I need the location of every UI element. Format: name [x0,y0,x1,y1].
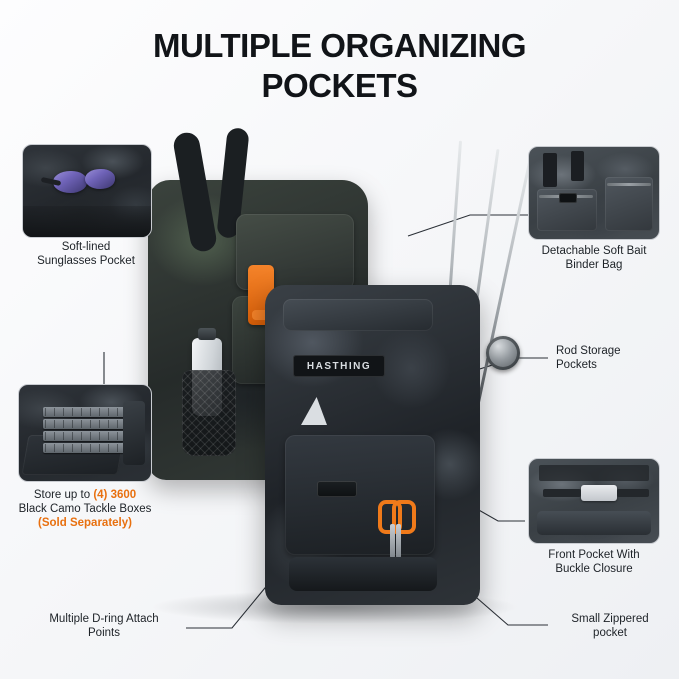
shear-handle-right [392,500,416,534]
webbing-left [543,489,581,497]
thumbnail-sunglasses-pocket-image [23,145,151,237]
shear-blade-left [390,524,395,558]
backpack-black-camo: HASTHING [265,285,480,605]
sunglasses-lens-left [53,171,87,193]
callout-tackle-boxes-accent2: (Sold Separately) [38,517,132,529]
mesh-side-pocket [182,370,236,456]
spinning-reel [486,336,520,370]
callout-d-ring-points: Multiple D-ring Attach Points [24,612,184,640]
callout-tackle-boxes: Store up to (4) 3600 Black Camo Tackle B… [10,488,160,530]
binder-side-panel [605,177,653,231]
tackle-bag-lid [21,435,125,475]
sunglasses-lens-right [85,169,115,189]
pocket-lip [23,205,151,237]
tackle-box-4 [43,443,129,453]
tackle-bag-side [123,401,145,465]
page-title: MULTIPLE ORGANIZING POCKETS [0,26,679,106]
callout-small-zippered-pocket: Small Zippered pocket [548,612,672,640]
callout-binder-bag: Detachable Soft Bait Binder Bag [524,244,664,272]
shear-blade-right [396,524,401,558]
binder-strap-left [543,153,557,187]
page-title-line1: MULTIPLE ORGANIZING [152,27,527,64]
shoulder-strap-left [171,130,219,254]
thumbnail-binder-bag-image [529,147,659,239]
callout-d-ring-points-line1: Multiple D-ring Attach [49,613,159,625]
webbing-right [617,489,649,497]
thumbnail-sunglasses-pocket [22,144,152,238]
binder-label-tag [559,193,577,203]
callout-tackle-boxes-line2: Black Camo Tackle Boxes [18,503,152,515]
callout-sunglasses-pocket: Soft-lined Sunglasses Pocket [22,240,150,268]
callout-front-pocket-line1: Front Pocket With [548,549,640,561]
top-zip-panel [283,299,433,331]
thumbnail-front-pocket [528,458,660,544]
callout-tackle-boxes-accent1: (4) 3600 [93,489,137,501]
tackle-box-1 [43,407,129,417]
callout-binder-bag-line1: Detachable Soft Bait [541,245,647,257]
front-pocket-top-webbing [539,465,649,481]
bottle-cap [198,328,216,340]
thumbnail-front-pocket-image [529,459,659,543]
callout-front-pocket: Front Pocket With Buckle Closure [520,548,668,576]
callout-binder-bag-line2: Binder Bag [565,259,623,271]
front-pocket [285,435,435,555]
buckle-closure [317,481,357,497]
callout-d-ring-points-line2: Points [88,627,120,639]
callout-rod-storage: Rod Storage Pockets [556,344,676,372]
binder-strap-right [571,151,584,181]
tackle-box-3 [43,431,129,441]
product-photo: HASTHING [120,120,560,640]
callout-tackle-boxes-line1: Store up to [33,489,91,501]
thumbnail-binder-bag [528,146,660,240]
logo-flag-front [301,397,327,425]
thumbnail-tackle-boxes [18,384,152,482]
thumbnail-tackle-boxes-image [19,385,151,481]
callout-front-pocket-line2: Buckle Closure [555,563,633,575]
brand-patch: HASTHING [293,355,385,377]
callout-small-zippered-pocket-line2: pocket [593,627,627,639]
buckle-clip [581,485,617,501]
callout-sunglasses-pocket-line2: Sunglasses Pocket [37,255,135,267]
callout-rod-storage-line1: Rod Storage [556,345,621,357]
callout-rod-storage-line2: Pockets [556,359,597,371]
tackle-box-2 [43,419,129,429]
callout-sunglasses-pocket-line1: Soft-lined [61,241,111,253]
orange-shears [378,500,416,572]
bottom-panel [289,557,437,591]
page-title-line2: POCKETS [261,67,418,104]
binder-side-zipper [607,183,651,186]
callout-small-zippered-pocket-line1: Small Zippered [571,613,649,625]
front-pocket-panel [537,511,651,535]
